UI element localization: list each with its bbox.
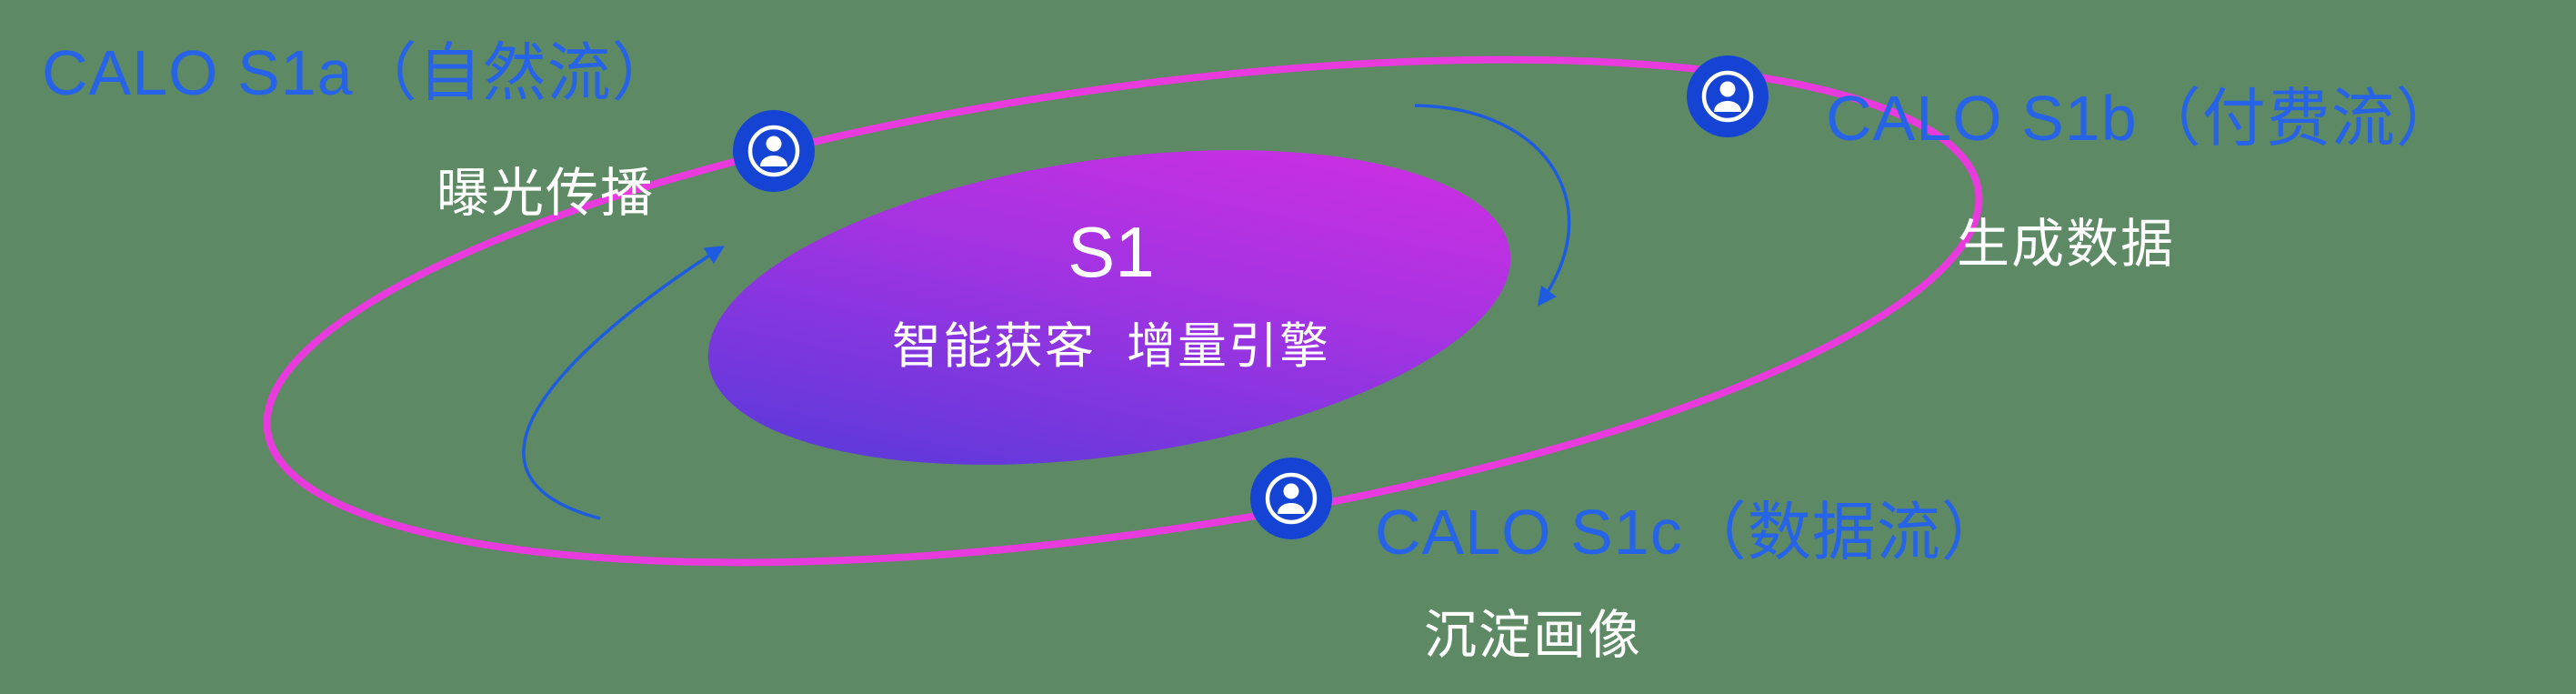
core-ellipse [707, 150, 1511, 465]
user-head [766, 136, 782, 152]
core-title: S1 [1067, 212, 1155, 292]
core-text-block: S1 智能获客 增量引擎 [793, 216, 1429, 377]
core-subtitle: 智能获客 增量引擎 [891, 319, 1330, 374]
orbit-ellipse [263, 55, 1983, 567]
node-s1c-subtitle: 沉淀画像 [1424, 606, 1643, 665]
user-circle-icon [1250, 458, 1332, 539]
user-ring [747, 125, 800, 177]
user-ring [1265, 472, 1318, 525]
node-s1b-title: CALO S1b（付费流） [1826, 83, 2461, 154]
user-circle-icon [733, 110, 815, 192]
node-s1a-title: CALO S1a（自然流） [42, 37, 677, 108]
node-s1b-subtitle: 生成数据 [1957, 215, 2176, 274]
user-shoulders [1278, 503, 1305, 514]
user-shoulders [760, 156, 787, 166]
node-s1a-subtitle: 曝光传播 [436, 164, 656, 223]
user-shoulders [1714, 101, 1741, 112]
user-ring [1701, 70, 1754, 123]
user-circle-icon [1687, 55, 1769, 137]
flow-arrow-right [1414, 104, 1571, 307]
user-head [1719, 81, 1736, 97]
node-s1c-title: CALO S1c（数据流） [1375, 497, 2006, 568]
user-head [1283, 483, 1299, 499]
flow-arrow-left [522, 246, 725, 520]
